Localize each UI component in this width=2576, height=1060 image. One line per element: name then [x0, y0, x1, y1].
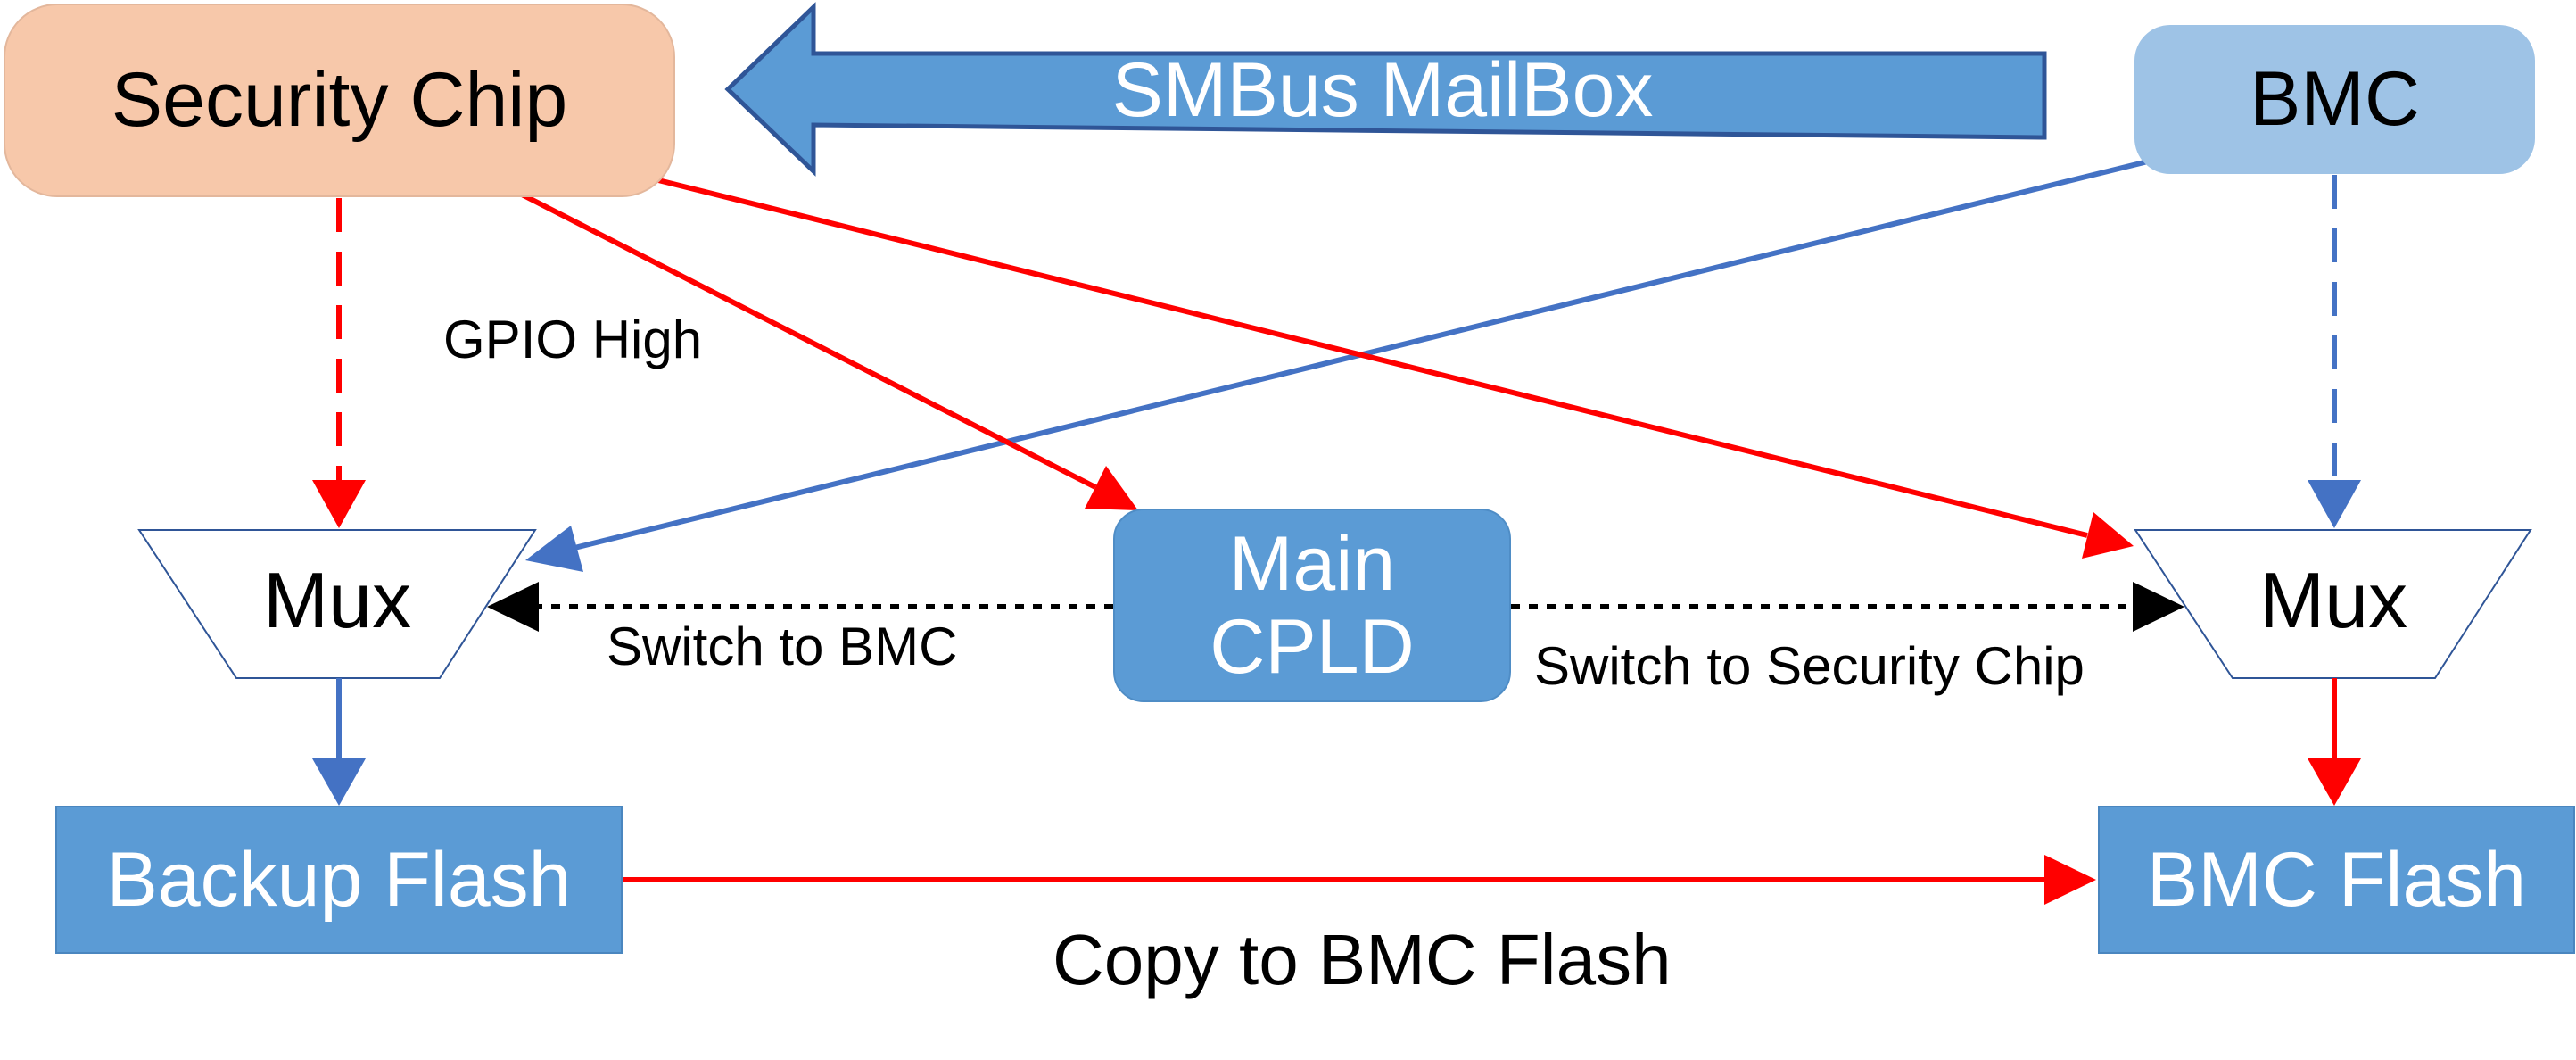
bmc-node: BMC: [2134, 25, 2535, 174]
bmc-flash-label: BMC Flash: [2146, 836, 2527, 923]
security-to-cpld-connector: [520, 192, 1097, 490]
copy-to-bmc-flash-label: Copy to BMC Flash: [1053, 920, 1672, 999]
cpld-switch-to-bmc-arrowhead: [487, 582, 539, 632]
smbus-mailbox-label: SMBus MailBox: [1111, 47, 1654, 133]
security-to-mux-right-connector: [650, 176, 2088, 538]
bmc-label: BMC: [2249, 56, 2421, 143]
smbus-mailbox-arrow: [724, 2, 2047, 177]
mux-left-label: Mux: [262, 556, 412, 644]
backup-flash-node: Backup Flash: [55, 806, 623, 954]
mux-left-to-backup-arrowhead: [312, 758, 366, 806]
main-cpld-label-line1: Main: [1228, 520, 1396, 607]
security-to-mux-right-arrowhead: [2082, 512, 2134, 559]
security-chip-node: Security Chip: [4, 4, 675, 197]
bmc-to-mux-left-arrowhead: [525, 526, 583, 572]
switch-to-security-chip-label: Switch to Security Chip: [1534, 636, 2085, 696]
bmc-flash-node: BMC Flash: [2098, 806, 2575, 954]
backup-flash-label: Backup Flash: [106, 836, 572, 923]
copy-arrowhead: [2044, 855, 2096, 905]
main-cpld-node: Main CPLD: [1113, 509, 1511, 702]
security-to-mux-left-arrowhead: [312, 480, 366, 528]
main-cpld-label-line2: CPLD: [1210, 603, 1415, 690]
mux-left-shape: [137, 529, 537, 679]
cpld-switch-to-security-arrowhead: [2133, 582, 2184, 632]
security-chip-label: Security Chip: [111, 57, 568, 144]
switch-to-bmc-label: Switch to BMC: [607, 617, 958, 676]
mux-right-shape: [2134, 529, 2532, 679]
mux-right-to-bmcflash-arrowhead: [2308, 758, 2361, 806]
gpio-high-label: GPIO High: [443, 310, 703, 369]
security-to-cpld-arrowhead: [1085, 466, 1138, 510]
mux-right-label: Mux: [2258, 556, 2408, 644]
bmc-to-mux-right-arrowhead: [2308, 480, 2361, 528]
